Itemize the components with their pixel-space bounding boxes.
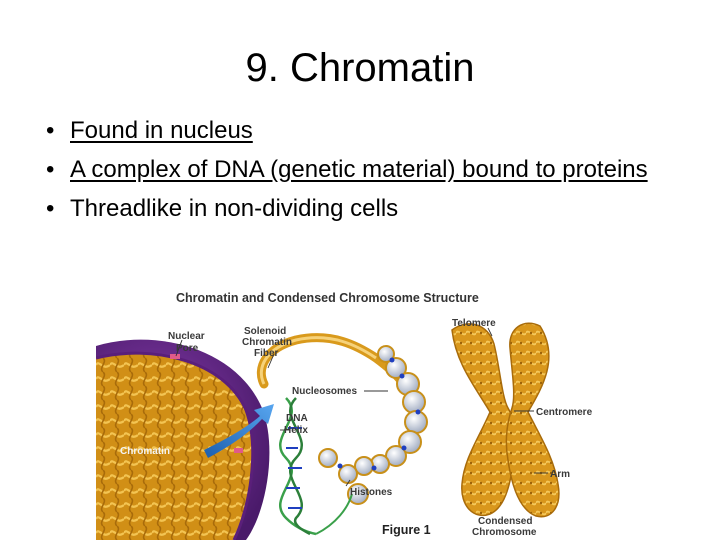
figure-title: Chromatin and Condensed Chromosome Struc… bbox=[176, 291, 479, 305]
condensed-chromosome bbox=[451, 322, 560, 518]
label-dna-2: Helix bbox=[284, 425, 308, 436]
nuclear-pore bbox=[234, 448, 243, 453]
label-nuclear-pore: Nuclear bbox=[168, 331, 205, 342]
dna-helix bbox=[279, 397, 353, 536]
label-solenoid-3: Fiber bbox=[254, 348, 279, 359]
bullet-item: Threadlike in non-dividing cells bbox=[44, 194, 684, 224]
label-nucleosomes: Nucleosomes bbox=[292, 386, 357, 397]
label-chromatin: Chromatin bbox=[120, 446, 170, 457]
bullet-text: Threadlike in non-dividing cells bbox=[70, 195, 399, 222]
chromatin-figure: Chromatin and Condensed Chromosome Struc… bbox=[96, 288, 696, 540]
bullet-item: A complex of DNA (genetic material) boun… bbox=[44, 155, 684, 185]
bullet-list: Found in nucleus A complex of DNA (genet… bbox=[44, 116, 684, 233]
label-condensed: Condensed bbox=[478, 516, 532, 527]
bullet-text: Found in nucleus bbox=[70, 117, 253, 144]
label-dna: DNA bbox=[286, 413, 308, 424]
label-centromere: Centromere bbox=[536, 407, 593, 418]
leader-lines bbox=[267, 327, 548, 487]
label-nuclear-pore-2: Pore bbox=[176, 343, 199, 354]
chromatin-diagram: Chromatin and Condensed Chromosome Struc… bbox=[96, 291, 593, 540]
arrow-icon bbox=[204, 404, 274, 458]
label-solenoid: Solenoid bbox=[244, 326, 286, 337]
nuclear-pore bbox=[170, 354, 180, 359]
label-arm: Arm bbox=[550, 469, 570, 480]
bullet-text: A complex of DNA (genetic material) boun… bbox=[70, 156, 648, 183]
nucleus bbox=[96, 339, 270, 540]
label-condensed-2: Chromosome bbox=[472, 527, 537, 538]
nucleosome-coil bbox=[318, 345, 428, 505]
label-solenoid-2: Chromatin bbox=[242, 337, 292, 348]
label-histones: Histones bbox=[350, 487, 393, 498]
figure-caption: Figure 1 bbox=[382, 523, 431, 537]
bullet-item: Found in nucleus bbox=[44, 116, 684, 146]
slide-title: 9. Chromatin bbox=[245, 46, 475, 90]
label-telomere: Telomere bbox=[452, 318, 496, 329]
